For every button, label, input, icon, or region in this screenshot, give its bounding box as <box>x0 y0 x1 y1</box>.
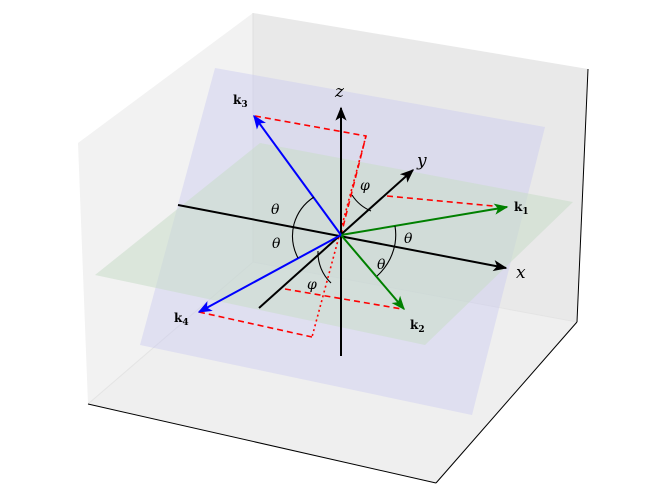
theta-arc-k4 <box>292 223 299 259</box>
theta-label-k4: θ <box>272 236 281 252</box>
k1-label: k1 <box>514 200 529 217</box>
theta-label-k2: θ <box>377 257 386 273</box>
box-edge-floor-front <box>87 403 437 484</box>
y-axis-label: y <box>416 151 427 171</box>
angle-arcs <box>292 194 397 284</box>
theta-arc-k2 <box>376 243 396 277</box>
theta-label-k3: θ <box>271 202 280 218</box>
k4-label: k4 <box>174 311 189 328</box>
back-left-pane <box>78 13 253 404</box>
z-axis-label: z <box>334 82 345 102</box>
phi-arc-top <box>351 194 372 212</box>
phi-label-top: φ <box>360 178 370 194</box>
phi-label-bottom: φ <box>307 277 317 293</box>
theta-arc-k3 <box>293 196 315 225</box>
theta-label-k1: θ <box>404 231 413 247</box>
phi-arc-bottom <box>317 250 332 284</box>
vector-k4 <box>197 234 342 313</box>
k3-label: k3 <box>233 93 248 110</box>
vector-k1 <box>340 203 509 236</box>
box-edge-floor-right <box>435 321 578 484</box>
vector-k2 <box>340 234 405 311</box>
wave-vectors <box>197 114 509 313</box>
k2-label: k2 <box>410 318 425 335</box>
projection-lines <box>198 115 505 338</box>
theta-arc-k1 <box>394 225 397 245</box>
vector-k3 <box>253 114 342 236</box>
box-edge-right <box>576 68 589 323</box>
y-axis <box>258 169 415 309</box>
horizontal-plane <box>95 143 573 345</box>
x-axis-label: x <box>516 263 526 283</box>
floor-pane <box>88 262 577 483</box>
